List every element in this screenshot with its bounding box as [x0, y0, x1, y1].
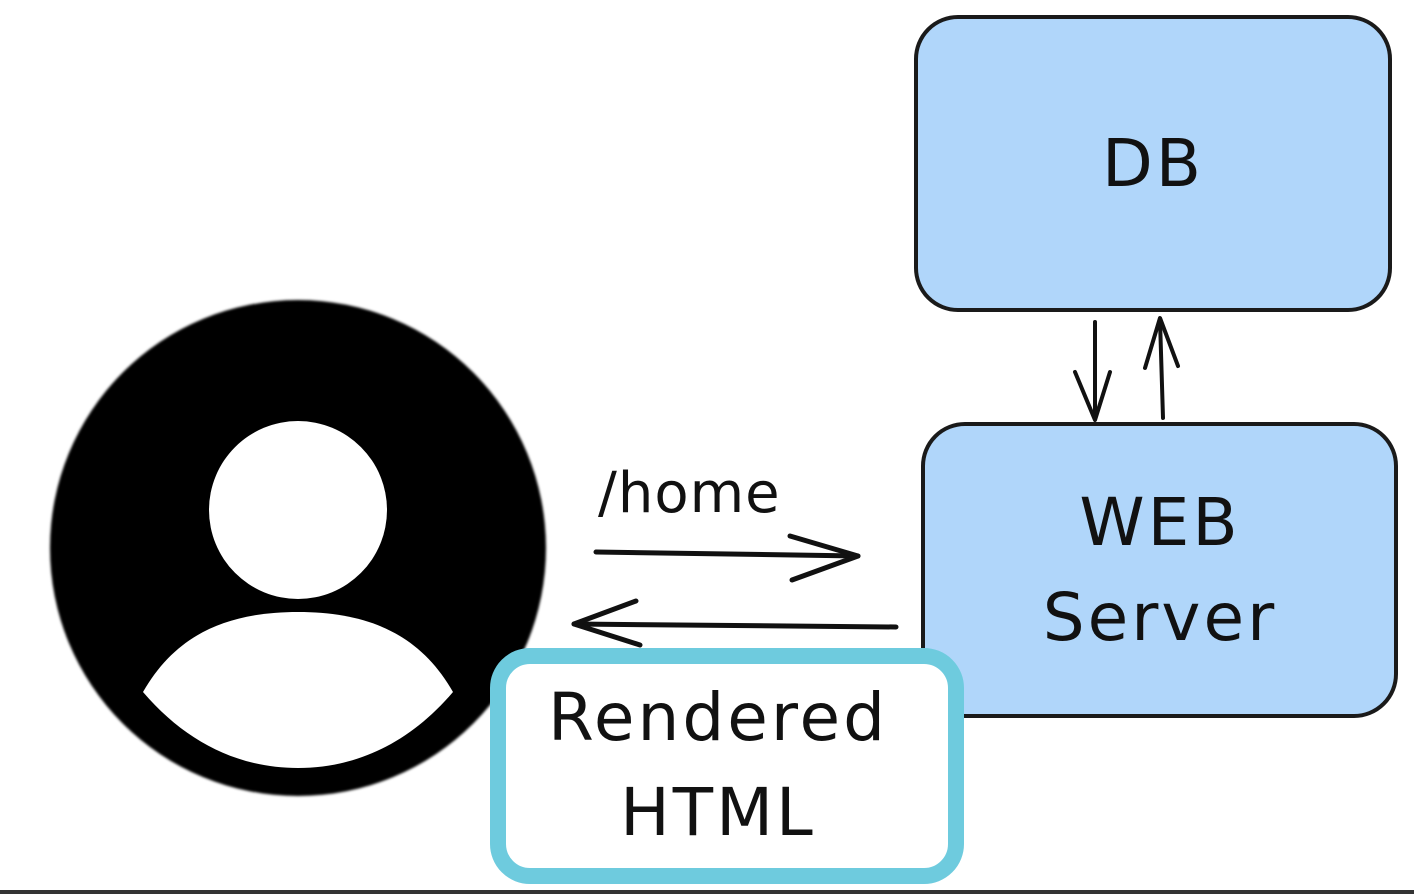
- response-arrow-head: [571, 598, 643, 648]
- arrow-to-server-head: [1073, 370, 1112, 422]
- db-server-arrows: [1073, 316, 1180, 422]
- response-edge: [571, 598, 899, 648]
- db-node: DB: [914, 15, 1392, 312]
- request-arrow-head: [787, 533, 861, 583]
- bottom-border: [0, 890, 1414, 894]
- request-label: /home: [598, 461, 781, 526]
- web-server-label-line1: WEB: [1079, 484, 1240, 561]
- arrow-to-db-head: [1143, 316, 1180, 370]
- web-server-box: [921, 422, 1398, 718]
- user-avatar-icon: [50, 300, 546, 796]
- rendered-html-label-line1: Rendered: [548, 679, 888, 756]
- db-label: DB: [1102, 125, 1204, 202]
- db-box: [914, 15, 1392, 312]
- user-shoulders: [143, 612, 453, 768]
- web-server-label-line2: Server: [1043, 579, 1277, 656]
- rendered-html-node: Rendered HTML: [490, 648, 964, 884]
- rendered-html-label-line2: HTML: [620, 774, 816, 851]
- response-arrow-line: [571, 621, 899, 630]
- request-edge: /home: [593, 461, 861, 583]
- request-arrow-line: [593, 549, 861, 559]
- user-head: [209, 421, 387, 599]
- rendered-html-box: [490, 648, 964, 884]
- arrow-to-db: [1158, 318, 1165, 420]
- web-server-node: WEB Server: [921, 422, 1398, 718]
